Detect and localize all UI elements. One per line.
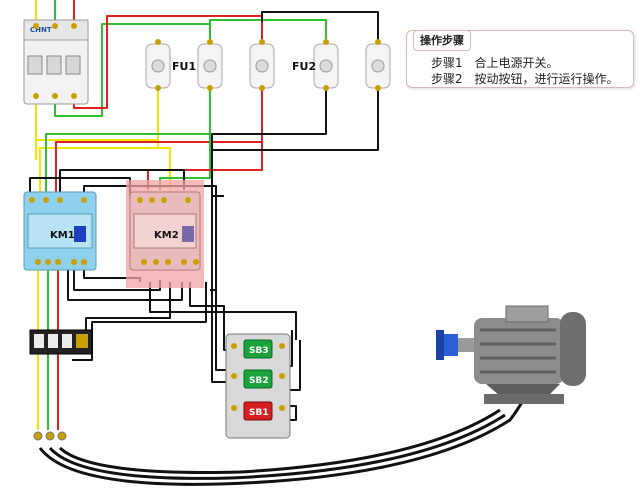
fu2-label: FU2 [292, 60, 316, 73]
operation-steps-panel: 操作步骤 步骤1 合上电源开关。 步骤2 按动按钮，进行运行操作。 [406, 30, 634, 88]
step-2: 步骤2 按动按钮，进行运行操作。 [431, 70, 618, 87]
sb3-button[interactable]: SB3 [243, 339, 273, 359]
sb1-label: SB1 [249, 408, 269, 418]
fuse-group-fu2: FU2 [292, 39, 391, 91]
step-1-number: 步骤1 [431, 56, 463, 70]
fuse [249, 39, 275, 91]
step-2-number: 步骤2 [431, 72, 463, 86]
motor-terminals [33, 431, 67, 441]
fuse [145, 39, 171, 91]
contactor-km1[interactable]: KM1 [23, 191, 97, 271]
fuse [197, 39, 223, 91]
contactor-km2[interactable]: KM2 [126, 180, 204, 288]
km2-label: KM2 [154, 230, 179, 241]
circuit-breaker[interactable]: CHNT [23, 19, 89, 105]
fu1-label: FU1 [172, 60, 196, 73]
sb3-label: SB3 [249, 346, 269, 356]
sb2-label: SB2 [249, 376, 269, 386]
fuse-group-fu1: FU1 [145, 39, 275, 91]
motor [436, 305, 586, 404]
fuse [313, 39, 339, 91]
step-1-text: 合上电源开关。 [474, 56, 559, 70]
breaker-brand: CHNT [30, 26, 52, 34]
sb2-button[interactable]: SB2 [243, 369, 273, 389]
fuse [365, 39, 391, 91]
step-2-text: 按动按钮，进行运行操作。 [474, 72, 619, 86]
km1-label: KM1 [50, 230, 75, 241]
sb1-button[interactable]: SB1 [243, 401, 273, 421]
push-button-station: SB3 SB2 SB1 [225, 333, 291, 439]
step-1: 步骤1 合上电源开关。 [431, 54, 558, 71]
steps-title: 操作步骤 [413, 30, 471, 51]
thermal-relay [29, 329, 93, 355]
